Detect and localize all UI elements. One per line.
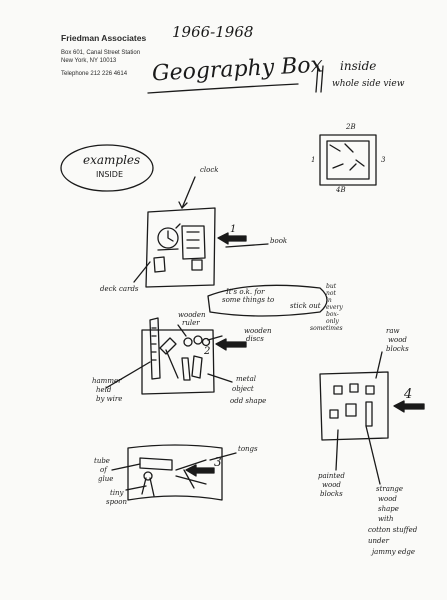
strange-shape-label-line-1: strange xyxy=(376,485,404,493)
box-2-number: 2 xyxy=(204,346,211,357)
examples-label: examples xyxy=(83,153,141,167)
raw-blocks-label-line-3: blocks xyxy=(386,345,409,353)
callout-note-line-3: stick out xyxy=(290,302,321,310)
callout-aside-line-4: every xyxy=(326,304,343,311)
examples-bubble xyxy=(60,144,154,192)
spoon-label-line-2: spoon xyxy=(106,498,128,506)
side-view-bottom-label: 4B xyxy=(336,186,346,194)
box-4-drawing xyxy=(319,351,425,485)
box-3-number: 3 xyxy=(214,455,222,469)
strange-shape-label-line-5: cotton stuffed xyxy=(368,526,418,534)
glue-label-line-1: tube xyxy=(94,457,110,465)
callout-note-line-1: It's o.k. for xyxy=(226,288,265,296)
tally-marks xyxy=(315,65,324,93)
letterhead-address-line-1: Box 601, Canal Street Station xyxy=(61,50,141,56)
side-view-left-label: 1 xyxy=(311,156,316,164)
box-3-drawing xyxy=(111,444,237,501)
strange-shape-label-line-2: wood xyxy=(378,495,397,503)
callout-aside-line-5: box- xyxy=(326,311,339,318)
examples-sub-label: INSIDE xyxy=(96,170,123,179)
letterhead-telephone: Telephone 212 226 4614 xyxy=(61,71,128,77)
hammer-label-line-3: by wire xyxy=(96,395,123,403)
raw-blocks-label-line-1: raw xyxy=(386,327,400,335)
box-4-number: 4 xyxy=(404,387,413,402)
strange-shape-label-line-3: shape xyxy=(378,505,399,513)
inside-label: inside xyxy=(340,59,377,73)
painted-blocks-label-line-2: wood xyxy=(322,481,341,489)
raw-blocks-label-line-2: wood xyxy=(388,336,407,344)
box-2-drawing xyxy=(105,284,328,395)
letterhead-company: Friedman Associates xyxy=(61,33,147,43)
painted-blocks-label-line-1: painted xyxy=(318,472,345,480)
side-view-right-label: 3 xyxy=(381,156,386,164)
side-view-label: whole side view xyxy=(332,79,405,89)
ruler-label-line-2: ruler xyxy=(182,319,200,327)
discs-label-line-1: wooden xyxy=(244,327,272,335)
side-view-box xyxy=(319,134,377,186)
strange-shape-label-line-6: under xyxy=(368,537,389,545)
years-label: 1966-1968 xyxy=(172,23,254,41)
clock-label: clock xyxy=(200,166,219,174)
discs-label-line-2: discs xyxy=(246,335,264,343)
box-1-drawing xyxy=(133,176,269,288)
callout-note-line-2: some things to xyxy=(222,296,275,304)
ruler-label-line-1: wooden xyxy=(178,311,206,319)
tongs-label: tongs xyxy=(238,445,258,453)
metal-label-line-2: object xyxy=(232,385,254,393)
letterhead-address-line-2: New York, NY 10013 xyxy=(61,58,117,64)
strange-shape-label-line-7: jammy edge xyxy=(372,548,416,556)
metal-label-line-1: metal xyxy=(236,375,257,383)
callout-aside-line-2: not xyxy=(326,290,336,297)
callout-aside-line-7: sometimes xyxy=(310,325,343,332)
box-1-number: 1 xyxy=(230,224,237,235)
strange-shape-label-line-4: with xyxy=(378,515,394,523)
hammer-label-line-2: held xyxy=(96,386,112,394)
callout-aside-line-6: only xyxy=(326,318,339,325)
callout-aside-line-3: in xyxy=(326,297,332,304)
spoon-label-line-1: tiny xyxy=(110,489,124,497)
book-label: book xyxy=(270,237,288,245)
glue-label-line-3: glue xyxy=(98,475,114,483)
hammer-label-line-1: hammer xyxy=(92,377,122,385)
deck-cards-label: deck cards xyxy=(100,285,139,293)
glue-label-line-2: of xyxy=(100,466,107,474)
painted-blocks-label-line-3: blocks xyxy=(320,490,343,498)
metal-label-line-3: odd shape xyxy=(230,397,267,405)
side-view-top-label: 2B xyxy=(346,123,356,131)
callout-aside-line-1: but xyxy=(326,283,337,290)
title-underline xyxy=(147,83,299,94)
